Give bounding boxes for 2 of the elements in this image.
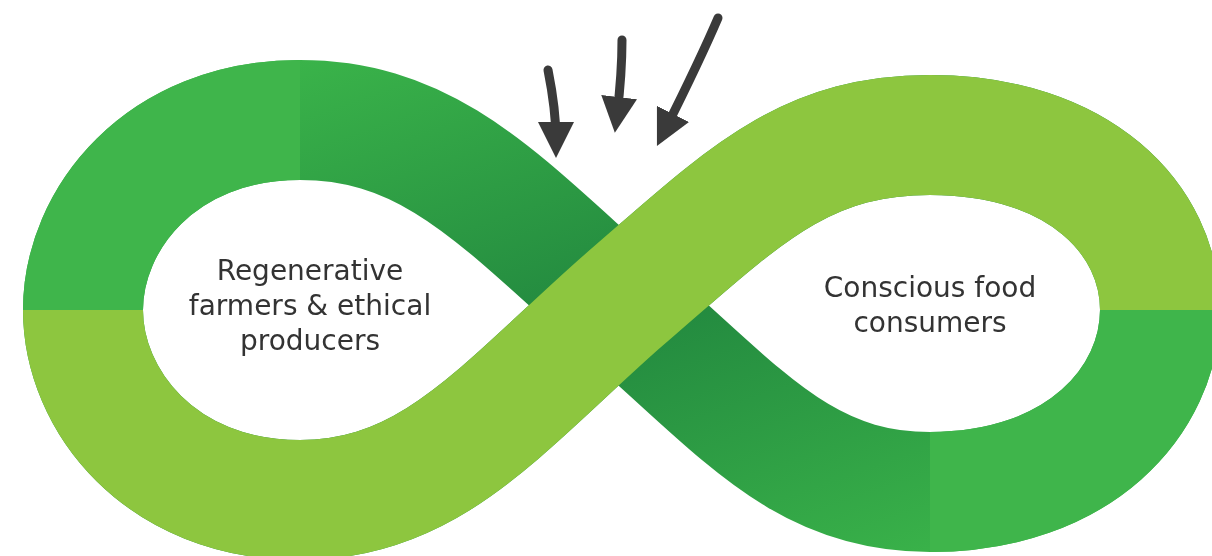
loop-label: Conscious food consumers [780, 250, 1080, 360]
loop-label: Regenerative farmers & ethical producers [170, 230, 450, 380]
